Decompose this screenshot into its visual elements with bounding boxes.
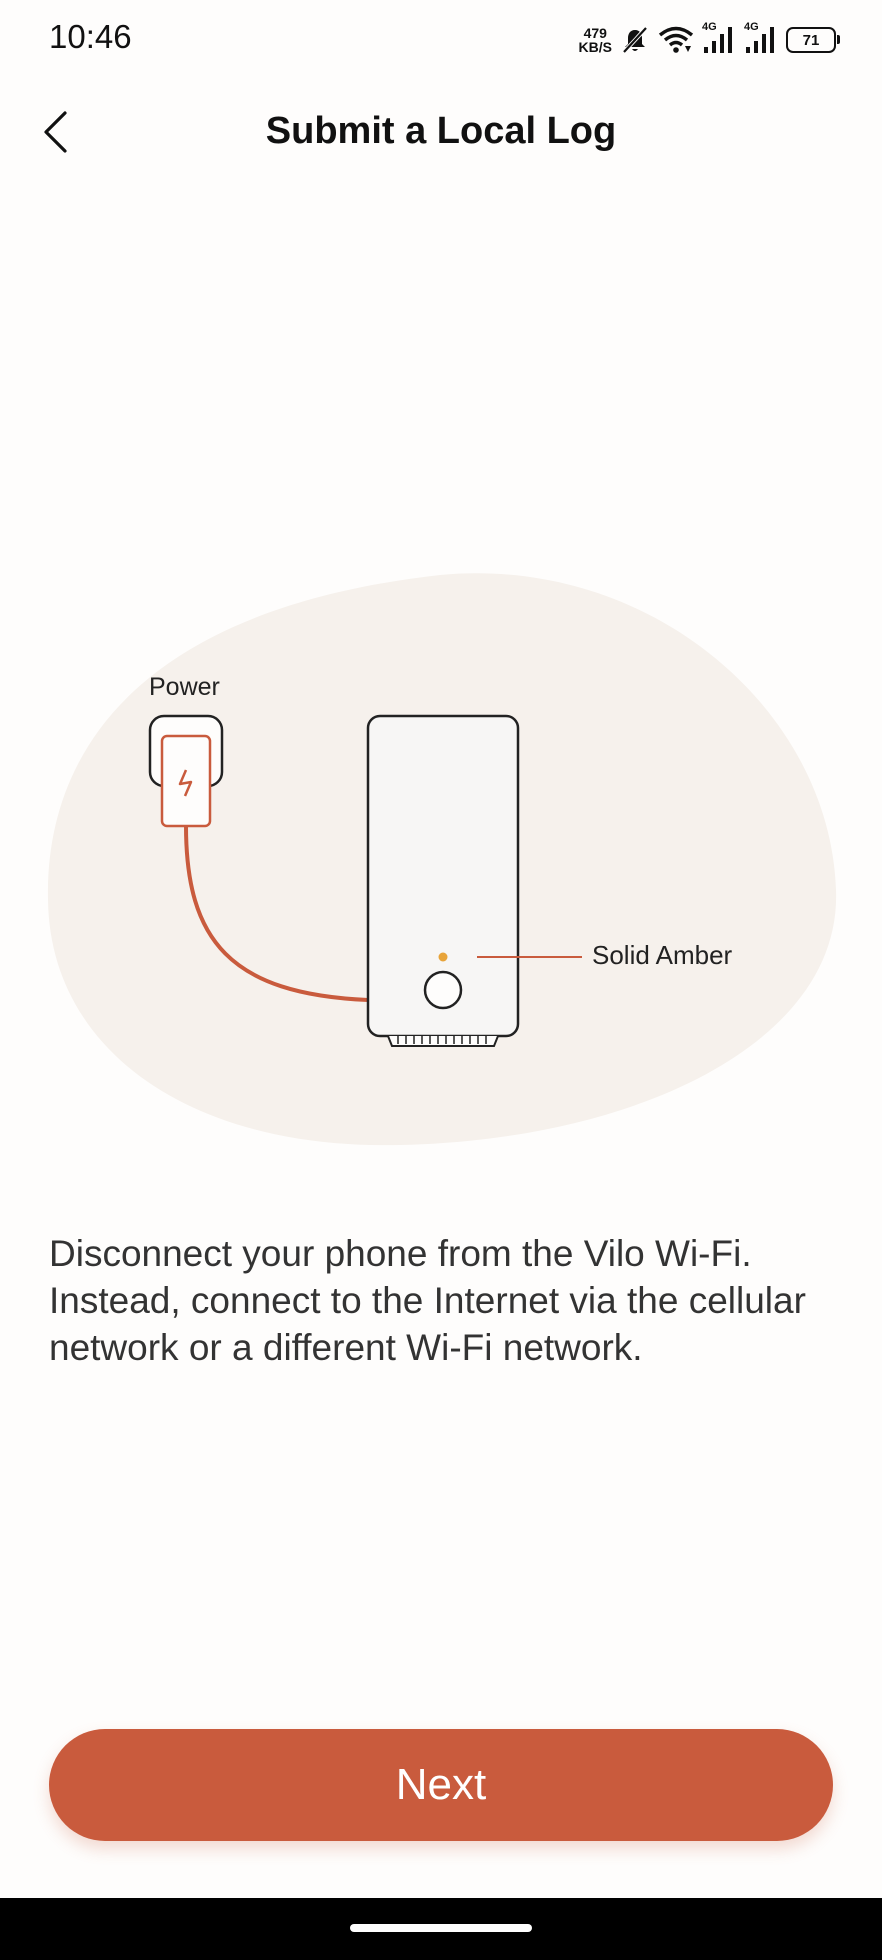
header: Submit a Local Log	[0, 92, 882, 172]
cellular-signal-icon: 4G	[744, 21, 778, 55]
network-speed-unit: KB/S	[578, 39, 612, 55]
chevron-left-icon	[44, 111, 67, 153]
network-speed: 479 KB/S	[579, 26, 612, 54]
power-label: Power	[149, 673, 220, 701]
next-button[interactable]: Next	[49, 1729, 833, 1841]
status-icons: 479 KB/S 4G	[579, 20, 840, 60]
bell-muted-icon	[620, 25, 650, 55]
wifi-icon	[658, 25, 694, 55]
back-button[interactable]	[30, 106, 82, 158]
power-adapter-icon	[148, 714, 224, 828]
router-illustration: Power Solid Amber	[0, 560, 882, 1160]
network-type-label: 4G	[702, 21, 717, 33]
cellular-signal-icon: 4G	[702, 21, 736, 55]
battery-level: 71	[802, 31, 820, 49]
network-speed-value: 479	[583, 25, 607, 41]
network-type-label: 4G	[744, 21, 759, 33]
status-bar: 10:46 479 KB/S 4G	[0, 0, 882, 80]
led-status-label: Solid Amber	[592, 940, 733, 970]
battery-icon: 71	[786, 27, 840, 53]
power-cable	[184, 825, 369, 1002]
router-device	[366, 714, 520, 1047]
page-title: Submit a Local Log	[265, 110, 617, 152]
amber-led	[438, 952, 448, 962]
status-time: 10:46	[49, 18, 132, 55]
instruction-text: Disconnect your phone from the Vilo Wi-F…	[49, 1233, 806, 1368]
system-nav-bar	[0, 1898, 882, 1960]
home-indicator[interactable]	[350, 1924, 532, 1932]
